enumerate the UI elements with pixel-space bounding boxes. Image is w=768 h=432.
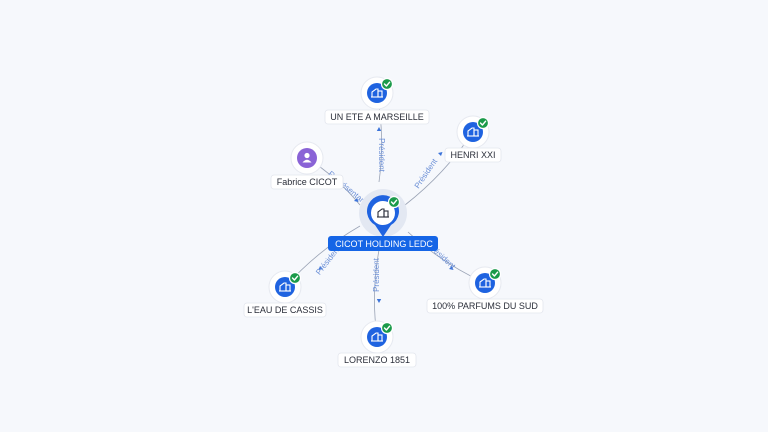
node-cassis[interactable]: L'EAU DE CASSIS [243, 270, 327, 318]
node-label: HENRI XXI [450, 150, 495, 160]
node-label: LORENZO 1851 [344, 355, 410, 365]
edge-arrow-icon [376, 299, 382, 303]
node-label-pill[interactable]: 100% PARFUMS DU SUD [426, 298, 544, 314]
nodes-layer: UN ETE A MARSEILLE HENRI XXI Fabrice CICOT… [243, 76, 544, 368]
edge-label: Président [372, 257, 381, 292]
person-icon [302, 152, 312, 163]
verified-check-icon [488, 267, 502, 281]
building-icon [279, 282, 291, 292]
node-fabrice[interactable]: Fabrice CICOT [270, 141, 344, 190]
node-label-pill[interactable]: HENRI XXI [444, 147, 502, 163]
building-icon [467, 127, 479, 137]
edge-label: Président [377, 138, 386, 173]
building-icon [371, 88, 383, 98]
edge-arrow-icon [376, 127, 382, 131]
node-parfums[interactable]: 100% PARFUMS DU SUD [426, 266, 544, 314]
verified-check-icon [387, 195, 401, 209]
building-icon [377, 208, 389, 218]
node-label-pill[interactable]: Fabrice CICOT [270, 174, 344, 190]
edge-arrow-icon [318, 266, 323, 270]
node-label: L'EAU DE CASSIS [247, 305, 323, 315]
node-henri[interactable]: HENRI XXI [444, 115, 502, 163]
center-node[interactable]: CICOT HOLDING LEDC [328, 189, 438, 251]
center-label: CICOT HOLDING LEDC [335, 239, 433, 249]
node-label-pill[interactable]: LORENZO 1851 [337, 352, 417, 368]
node-label: Fabrice CICOT [277, 177, 338, 187]
node-un-ete[interactable]: UN ETE A MARSEILLE [324, 76, 430, 125]
node-label-pill[interactable]: L'EAU DE CASSIS [243, 302, 327, 318]
edge-arrow-icon [354, 198, 359, 202]
edge-label: Président [413, 156, 440, 190]
node-label: 100% PARFUMS DU SUD [432, 301, 538, 311]
center-label-pill[interactable]: CICOT HOLDING LEDC [328, 236, 438, 251]
verified-check-icon [380, 321, 394, 335]
node-lorenzo[interactable]: LORENZO 1851 [337, 320, 417, 368]
building-icon [371, 332, 383, 342]
verified-check-icon [476, 116, 490, 130]
building-icon [479, 278, 491, 288]
verified-check-icon [380, 77, 394, 91]
edge-arrow-icon [438, 152, 443, 156]
node-label-pill[interactable]: UN ETE A MARSEILLE [324, 109, 430, 125]
node-label: UN ETE A MARSEILLE [330, 112, 424, 122]
edge-arrow-icon [449, 266, 454, 270]
verified-check-icon [288, 271, 302, 285]
